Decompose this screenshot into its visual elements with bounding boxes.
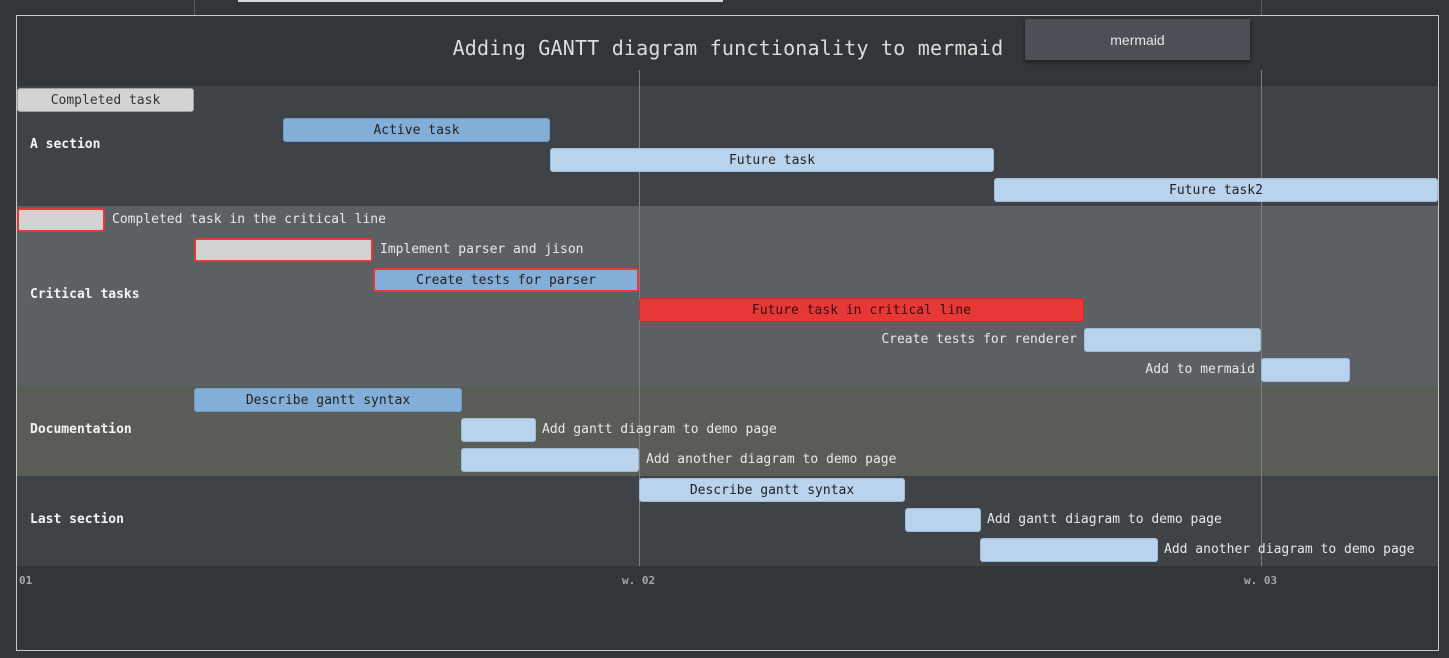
task-label: Implement parser and jison [380, 242, 584, 257]
task-label: Add gantt diagram to demo page [542, 422, 777, 437]
grid-line-w03 [1261, 70, 1262, 566]
tooltip: mermaid [1025, 19, 1250, 60]
task-label: Completed task [50, 92, 161, 108]
task-label: Add to mermaid [1145, 362, 1255, 377]
background-line-left [194, 0, 195, 15]
task-bar[interactable]: Describe gantt syntax [194, 388, 462, 412]
section-label-critical: Critical tasks [30, 287, 140, 302]
task-label: Describe gantt syntax [689, 482, 855, 498]
section-label-last: Last section [30, 512, 124, 527]
section-label-documentation: Documentation [30, 422, 132, 437]
task-label: Completed task in the critical line [112, 212, 386, 227]
task-bar[interactable] [1084, 328, 1261, 352]
section-label-a: A section [30, 137, 101, 152]
task-bar[interactable] [905, 508, 981, 532]
task-bar[interactable] [1261, 358, 1350, 382]
task-bar[interactable] [461, 418, 536, 442]
task-label: Add another diagram to demo page [646, 452, 897, 467]
axis-tick: 01 [19, 574, 33, 587]
axis-tick: w. 03 [1244, 574, 1278, 587]
task-label: Active task [373, 122, 460, 138]
background-line-right [1261, 0, 1262, 15]
task-label: Create tests for renderer [881, 332, 1077, 347]
task-bar[interactable] [980, 538, 1158, 562]
task-bar[interactable]: Future task2 [994, 178, 1438, 202]
task-bar[interactable]: Active task [283, 118, 550, 142]
task-label: Describe gantt syntax [245, 392, 411, 408]
diagram-title: Adding GANTT diagram functionality to me… [452, 36, 1004, 60]
task-bar[interactable]: Future task in critical line [639, 298, 1084, 322]
task-label: Add another diagram to demo page [1164, 542, 1415, 557]
task-bar[interactable]: Completed task [17, 88, 194, 112]
top-scroll-indicator [238, 0, 723, 2]
task-bar[interactable] [194, 238, 373, 262]
task-bar[interactable]: Future task [550, 148, 994, 172]
task-bar[interactable]: Create tests for parser [373, 268, 639, 292]
section-band-critical [17, 206, 1438, 386]
task-bar[interactable]: Describe gantt syntax [639, 478, 905, 502]
axis-tick: w. 02 [622, 574, 656, 587]
task-label: Add gantt diagram to demo page [987, 512, 1222, 527]
task-bar[interactable] [17, 208, 105, 232]
task-label: Create tests for parser [415, 272, 596, 288]
task-label: Future task2 [1169, 182, 1263, 198]
task-label: Future task in critical line [751, 302, 972, 318]
task-label: Future task [728, 152, 816, 168]
task-bar[interactable] [461, 448, 639, 472]
